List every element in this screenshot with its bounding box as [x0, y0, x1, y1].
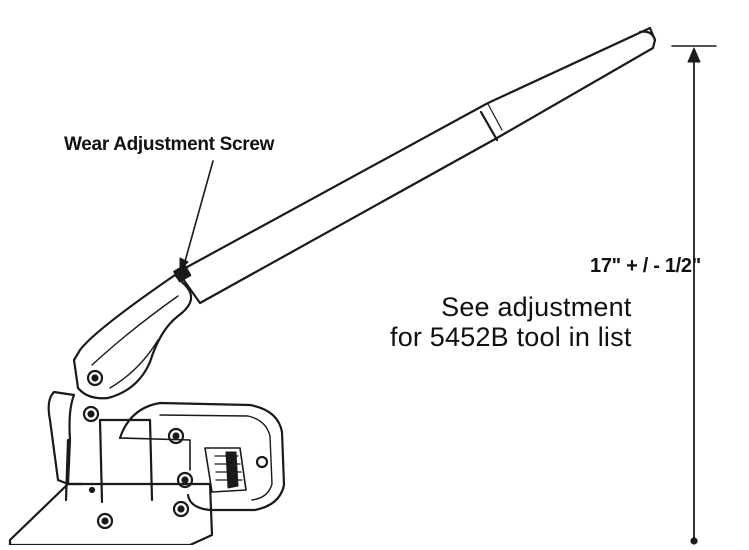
wear-screw-leader: [183, 160, 214, 266]
handle-joint-line-2: [487, 103, 503, 131]
upper-arm-body: [72, 273, 193, 400]
handle: [176, 26, 657, 305]
block-small-hole: [255, 455, 269, 469]
upper-arm: [72, 273, 193, 400]
frame: [8, 390, 286, 547]
wear-screw-arrowhead: [179, 257, 189, 271]
wear-adjustment-screw-label: Wear Adjustment Screw: [64, 134, 275, 155]
rear-block-line: [119, 437, 191, 471]
rear-block: [118, 401, 286, 512]
base-plate: [8, 482, 214, 547]
handle-end-cap: [638, 30, 657, 42]
frame-mid-plate: [98, 418, 154, 502]
base-bolt-left: [96, 512, 114, 530]
height-dimension: [671, 45, 717, 545]
frame-bolt-upper: [82, 405, 100, 423]
cutter-dark: [225, 451, 239, 489]
upper-arm-contour-2: [109, 339, 159, 389]
adjustment-note-line1: See adjustment: [441, 292, 632, 322]
adjustment-note-line2: for 5452B tool in list: [390, 322, 632, 352]
cutter-plate: [204, 447, 247, 493]
block-bolt-2: [176, 471, 194, 489]
pivot-bolt: [86, 369, 104, 387]
handle-joint-line: [479, 110, 499, 142]
frame-left-plate: [47, 390, 76, 486]
base-rivet: [88, 486, 96, 494]
dimension-bottom-dot: [690, 537, 698, 545]
dimension-top-arrow: [687, 47, 701, 63]
base-bolt-right: [172, 500, 190, 518]
frame-side: [64, 438, 70, 502]
block-bolt: [167, 427, 185, 445]
height-dimension-label: 17" + / - 1/2": [590, 255, 701, 277]
upper-arm-contour: [91, 295, 179, 366]
adjustment-note: See adjustment for 5452B tool in list: [390, 292, 632, 352]
rear-block-inner: [159, 414, 273, 501]
frame-side-2: [98, 418, 104, 504]
handle-outer-tube: [176, 26, 657, 305]
